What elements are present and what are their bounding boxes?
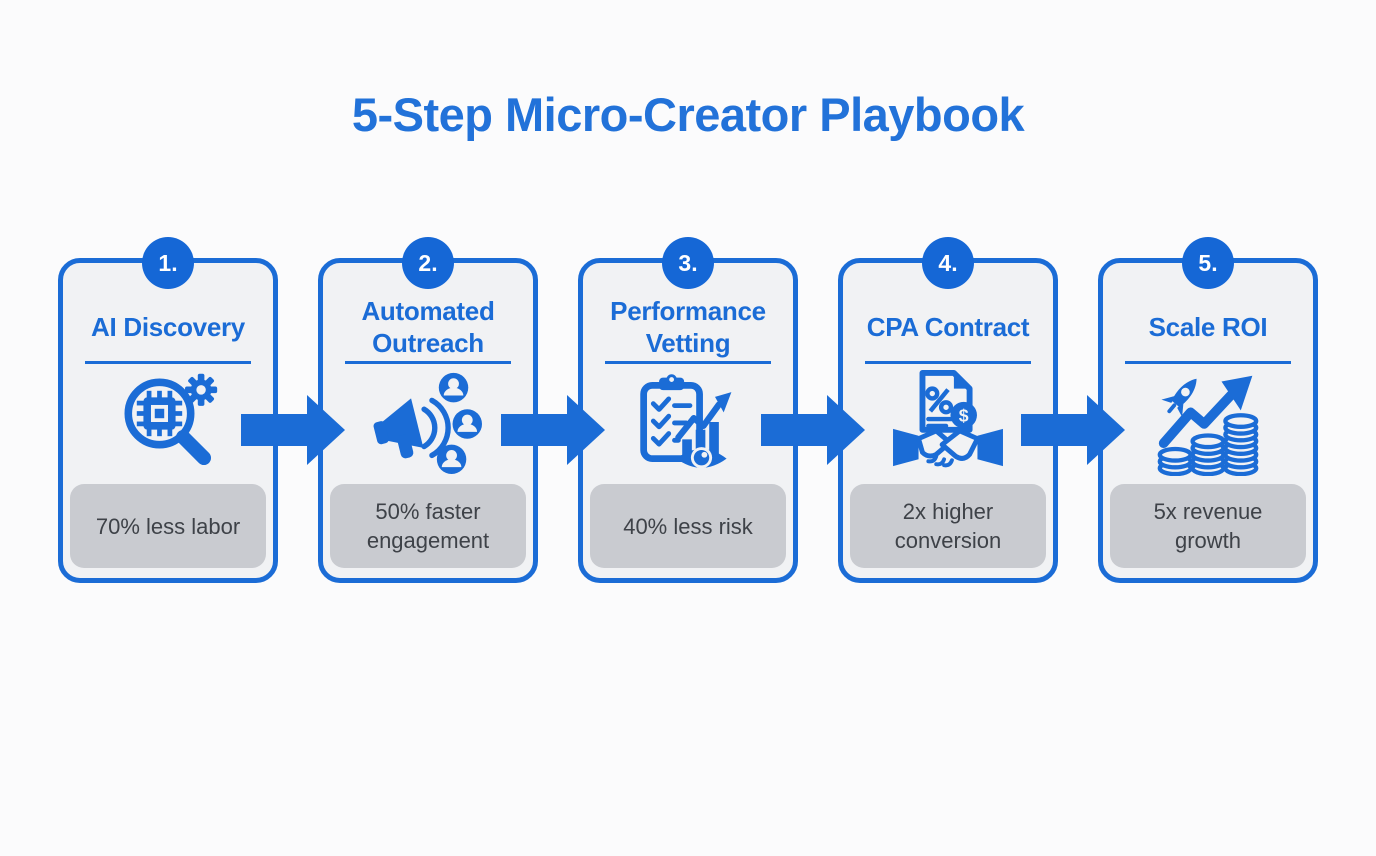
step-stat: 2x higher conversion xyxy=(850,484,1046,568)
step-title: CPA Contract xyxy=(866,312,1030,342)
step-card-automated-outreach: 2. Automated Outreach xyxy=(318,237,605,583)
page-title: 5-Step Micro-Creator Playbook xyxy=(351,88,1025,141)
step-title: Scale ROI xyxy=(1148,312,1268,342)
step-title: Performance Vetting xyxy=(610,296,766,358)
flow-arrow-icon xyxy=(501,395,605,465)
playbook-steps-row: 1. AI Discovery xyxy=(0,237,1376,583)
title-divider xyxy=(1125,361,1291,364)
step-stat: 50% faster engagement xyxy=(330,484,526,568)
step-stat: 5x revenue growth xyxy=(1110,484,1306,568)
flow-arrow-icon xyxy=(761,395,865,465)
rocket-growth-coins-icon xyxy=(1154,366,1262,478)
step-number-badge: 4. xyxy=(922,237,974,289)
step-card-scale-roi: 5. Scale ROI xyxy=(1098,237,1318,583)
step-card-performance-vetting: 3. Performance Vetting xyxy=(578,237,865,583)
title-divider xyxy=(605,361,771,364)
title-divider xyxy=(865,361,1031,364)
step-stat: 70% less labor xyxy=(70,484,266,568)
step-title: Automated Outreach xyxy=(361,296,495,358)
title-divider xyxy=(345,361,511,364)
contract-handshake-icon: $ xyxy=(893,366,1003,478)
step-card-cpa-contract: 4. CPA Contract $ xyxy=(838,237,1125,583)
megaphone-outreach-icon xyxy=(373,366,483,478)
svg-text:$: $ xyxy=(959,406,969,426)
step-stat: 40% less risk xyxy=(590,484,786,568)
step-number-badge: 3. xyxy=(662,237,714,289)
step-number-badge: 1. xyxy=(142,237,194,289)
clipboard-analytics-eye-icon xyxy=(634,366,742,478)
title-divider xyxy=(85,361,251,364)
flow-arrow-icon xyxy=(1021,395,1125,465)
step-number-badge: 5. xyxy=(1182,237,1234,289)
step-card-ai-discovery: 1. AI Discovery xyxy=(58,237,345,583)
step-number-badge: 2. xyxy=(402,237,454,289)
ai-discovery-search-icon xyxy=(114,366,222,478)
flow-arrow-icon xyxy=(241,395,345,465)
step-title: AI Discovery xyxy=(91,312,245,342)
